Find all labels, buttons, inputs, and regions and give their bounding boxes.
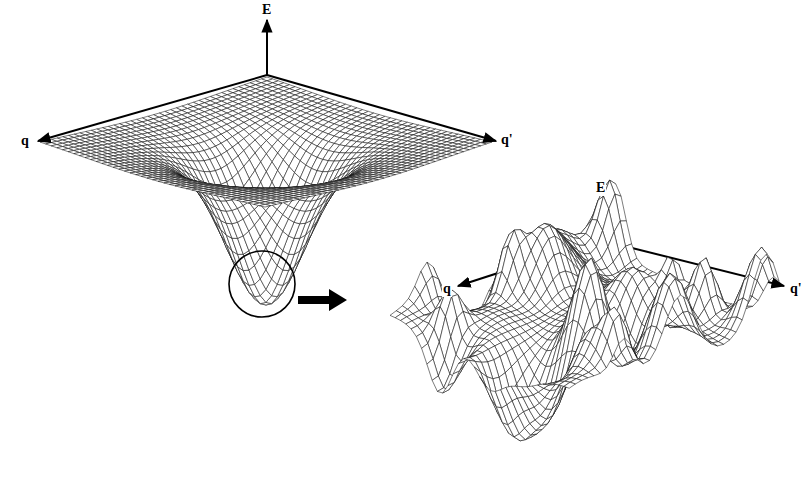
funnel-mesh bbox=[40, 77, 492, 305]
q-prime-axis bbox=[267, 75, 496, 141]
energy-axis bbox=[266, 20, 268, 75]
funnel-axes bbox=[38, 20, 496, 141]
mesh-cell bbox=[283, 191, 294, 197]
rugged-mesh bbox=[390, 180, 779, 441]
q-axis bbox=[38, 75, 267, 141]
mesh-cell bbox=[259, 204, 270, 207]
